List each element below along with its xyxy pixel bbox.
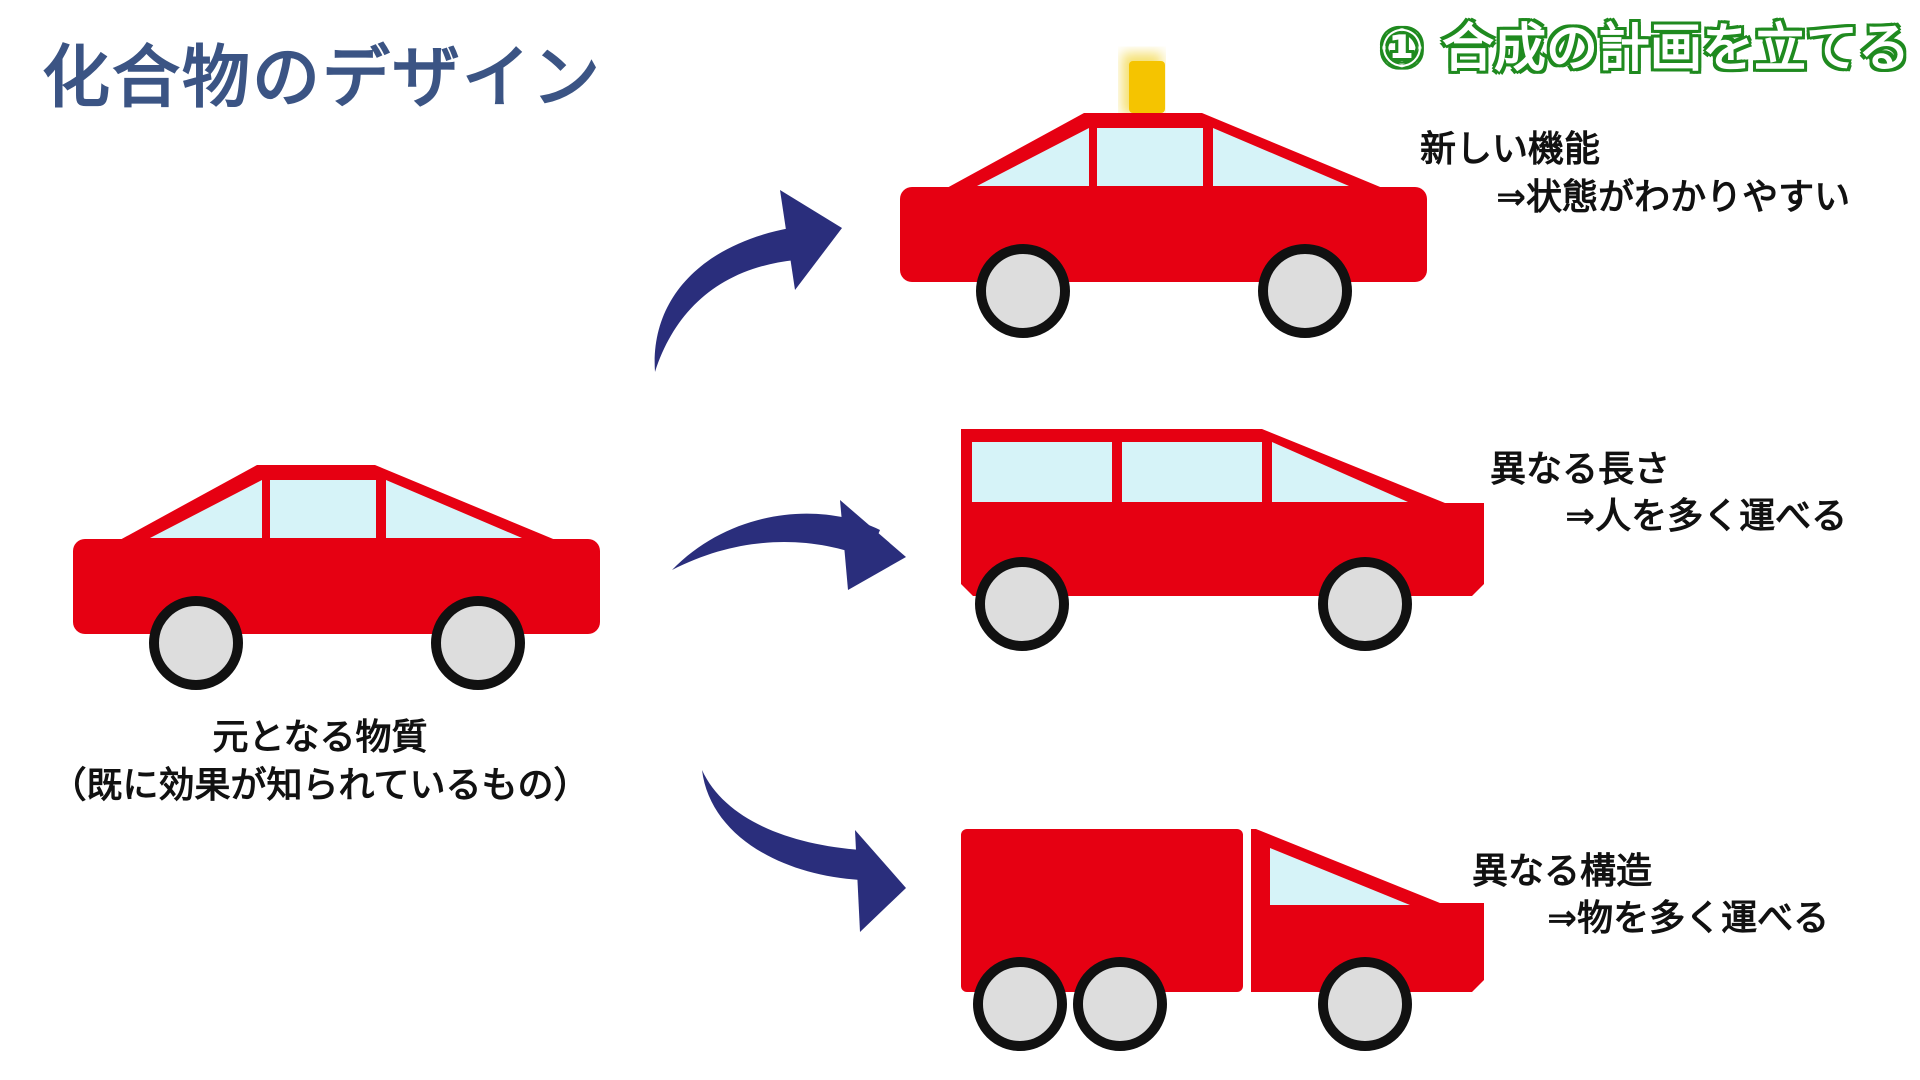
- variant-3-desc: ⇒物を多く運べる: [1547, 898, 1830, 939]
- arrow-up-icon: [654, 190, 842, 372]
- truck: [961, 829, 1484, 1051]
- wheel: [973, 957, 1067, 1051]
- wheel: [1318, 557, 1412, 651]
- wheel: [431, 596, 525, 690]
- variant-1-desc: ⇒状態がわかりやすい: [1496, 177, 1851, 218]
- siren-light: [1129, 61, 1165, 113]
- variant-1-title: 新しい機能: [1420, 129, 1601, 170]
- variant-2-title: 異なる長さ: [1490, 449, 1671, 490]
- arrow-right-icon: [672, 500, 906, 590]
- arrow-down-icon: [702, 770, 906, 932]
- original-caption-line2: （既に効果が知られているもの）: [50, 765, 590, 806]
- wheel: [1258, 244, 1352, 338]
- wheel: [1073, 957, 1167, 1051]
- original-caption-line1: 元となる物質: [212, 717, 428, 758]
- wheel: [976, 244, 1070, 338]
- wheel: [975, 557, 1069, 651]
- variant-2-desc: ⇒人を多く運べる: [1565, 496, 1848, 537]
- wheel: [1318, 957, 1412, 1051]
- step-label: ① 合成の計画を立てる: [1379, 19, 1910, 79]
- variant-3-title: 異なる構造: [1472, 851, 1653, 892]
- van: [961, 429, 1484, 651]
- cargo-box: [961, 829, 1243, 992]
- page-title: 化合物のデザイン: [42, 39, 603, 118]
- police-car: [900, 53, 1427, 338]
- wheel: [149, 596, 243, 690]
- original-car: [73, 465, 600, 690]
